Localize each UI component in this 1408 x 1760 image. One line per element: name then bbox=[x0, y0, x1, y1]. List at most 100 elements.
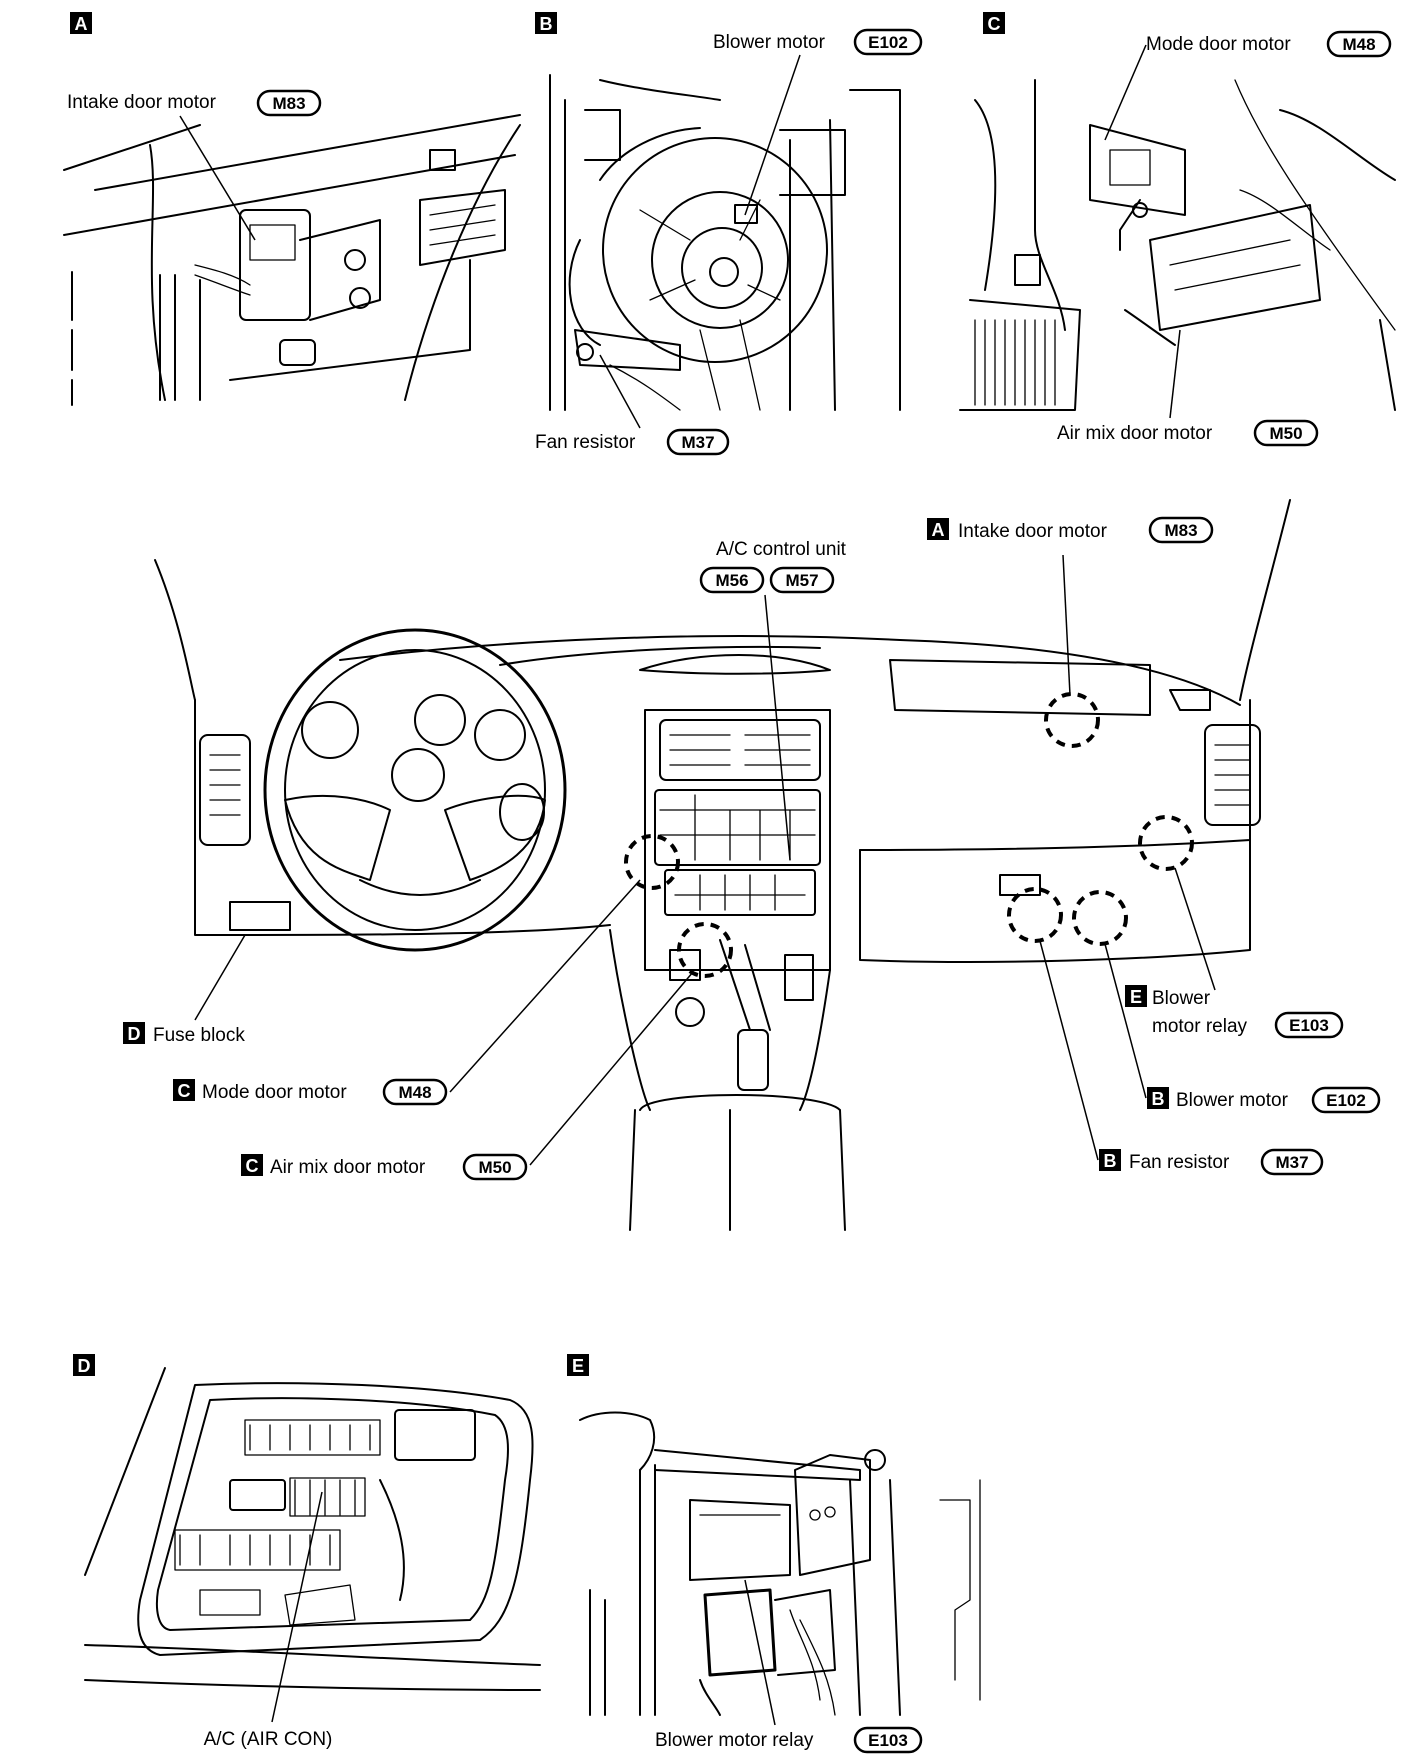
panel-a-connector-m83: M83 bbox=[272, 94, 305, 113]
dash-marker-a-letter: A bbox=[932, 520, 945, 540]
panel-d: D A/C (AIR CON) bbox=[73, 1354, 541, 1750]
panel-a-illustration bbox=[63, 114, 521, 406]
location-intake-door-motor bbox=[1044, 692, 1100, 748]
panel-b-connector-e102-pill bbox=[853, 28, 923, 56]
panel-a-marker bbox=[70, 12, 92, 34]
panel-b-blower-motor-label: Blower motor bbox=[713, 32, 826, 53]
panel-e-blower-motor-relay-label: Blower motor relay bbox=[655, 1730, 814, 1751]
panel-d-letter: D bbox=[78, 1356, 91, 1376]
dash-fan-resistor-leader bbox=[1039, 940, 1099, 1161]
dash-fuse-block-label: Fuse block bbox=[153, 1025, 245, 1046]
panel-a-leader-line bbox=[179, 115, 256, 241]
ac-control-unit-connector-m57-pill bbox=[769, 566, 835, 594]
dashboard-overview: A/C control unit M56 M57 A Intake door m… bbox=[123, 499, 1381, 1231]
dash-blower-motor-relay-label-line2: motor relay bbox=[1152, 1016, 1248, 1037]
panel-b-connector-e102: E102 bbox=[868, 33, 908, 52]
dash-marker-c-airmix bbox=[241, 1154, 263, 1176]
dash-marker-c-airmix-letter: C bbox=[246, 1156, 259, 1176]
dash-connector-m37: M37 bbox=[1275, 1153, 1308, 1172]
panel-c-connector-m50-pill bbox=[1253, 419, 1319, 447]
panel-a: A Intake door motor M83 bbox=[63, 12, 521, 406]
panel-b-marker bbox=[535, 12, 557, 34]
dash-connector-e102-pill bbox=[1311, 1086, 1381, 1114]
dash-marker-b-fan-letter: B bbox=[1104, 1151, 1117, 1171]
panel-a-connector-m83-pill bbox=[256, 89, 322, 117]
ac-control-unit-leader bbox=[764, 594, 791, 861]
panel-a-letter: A bbox=[75, 14, 88, 34]
panel-c-illustration bbox=[959, 79, 1396, 411]
panel-e-illustration bbox=[579, 1411, 981, 1716]
panel-c-air-mix-leader bbox=[1169, 329, 1181, 419]
panel-d-illustration bbox=[84, 1367, 541, 1691]
dash-connector-m48: M48 bbox=[398, 1083, 431, 1102]
dash-marker-d-letter: D bbox=[128, 1024, 141, 1044]
panel-e-marker bbox=[567, 1354, 589, 1376]
panel-e-connector-e103-pill bbox=[853, 1726, 923, 1754]
panel-b-fan-resistor-label: Fan resistor bbox=[535, 432, 636, 453]
dash-connector-e103: E103 bbox=[1289, 1016, 1329, 1035]
dash-fan-resistor-label: Fan resistor bbox=[1129, 1152, 1230, 1173]
dash-marker-b-blower bbox=[1147, 1087, 1169, 1109]
dash-connector-e102: E102 bbox=[1326, 1091, 1366, 1110]
location-blower-motor-relay bbox=[1138, 815, 1194, 871]
ac-control-unit-connector-m57: M57 bbox=[785, 571, 818, 590]
dash-blower-motor-leader bbox=[1104, 943, 1147, 1099]
dash-connector-m37-pill bbox=[1260, 1148, 1324, 1176]
panel-c-mode-door-motor-label: Mode door motor bbox=[1146, 34, 1291, 55]
dashboard-illustration bbox=[154, 499, 1291, 1231]
panel-b-illustration bbox=[549, 74, 901, 411]
panel-e-leader bbox=[744, 1579, 776, 1726]
dash-marker-c-mode bbox=[173, 1079, 195, 1101]
panel-b-blower-leader bbox=[744, 54, 801, 216]
ac-control-unit-label: A/C control unit bbox=[716, 539, 847, 560]
panel-c-mode-door-leader bbox=[1104, 44, 1147, 141]
dash-connector-m48-pill bbox=[382, 1078, 448, 1106]
dash-blower-motor-label: Blower motor bbox=[1176, 1090, 1289, 1111]
dash-connector-m83-pill bbox=[1148, 516, 1214, 544]
location-mode-door-motor bbox=[624, 834, 680, 890]
dash-marker-e bbox=[1125, 985, 1147, 1007]
panel-c-connector-m48-pill bbox=[1326, 30, 1392, 58]
dash-marker-b-blower-letter: B bbox=[1152, 1089, 1165, 1109]
panel-a-intake-door-motor-label: Intake door motor bbox=[67, 92, 217, 113]
panel-c-connector-m50: M50 bbox=[1269, 424, 1302, 443]
panel-b: B Blower motor E102 Fan resistor M37 bbox=[535, 12, 923, 456]
panel-b-connector-m37-pill bbox=[666, 428, 730, 456]
panel-c-air-mix-door-motor-label: Air mix door motor bbox=[1057, 423, 1213, 444]
dash-connector-m50-pill bbox=[462, 1153, 528, 1181]
dash-marker-c-mode-letter: C bbox=[178, 1081, 191, 1101]
dash-marker-a bbox=[927, 518, 949, 540]
dash-marker-d bbox=[123, 1022, 145, 1044]
ac-control-unit-connector-m56-pill bbox=[699, 566, 765, 594]
panel-c: C Mode door motor M48 Air mix door motor… bbox=[959, 12, 1396, 447]
dash-mode-door-motor-label: Mode door motor bbox=[202, 1082, 347, 1103]
location-blower-motor bbox=[1072, 890, 1128, 946]
dash-air-mix-leader bbox=[529, 971, 694, 1166]
panel-c-letter: C bbox=[988, 14, 1001, 34]
panel-e-connector-e103: E103 bbox=[868, 1731, 908, 1750]
dash-intake-door-motor-label: Intake door motor bbox=[958, 521, 1108, 542]
ac-control-unit-connector-m56: M56 bbox=[715, 571, 748, 590]
panel-c-connector-m48: M48 bbox=[1342, 35, 1375, 54]
panel-d-ac-air-con-label: A/C (AIR CON) bbox=[204, 1729, 333, 1750]
panel-b-connector-m37: M37 bbox=[681, 433, 714, 452]
panel-e: E Blower motor relay E103 bbox=[567, 1354, 981, 1754]
dash-blower-relay-leader bbox=[1174, 867, 1216, 991]
location-air-mix-door-motor bbox=[677, 922, 733, 978]
dash-blower-motor-relay-label-line1: Blower bbox=[1152, 988, 1211, 1009]
panel-b-letter: B bbox=[540, 14, 553, 34]
dash-connector-m83: M83 bbox=[1164, 521, 1197, 540]
dash-intake-leader bbox=[1062, 554, 1071, 696]
dash-marker-e-letter: E bbox=[1130, 987, 1142, 1007]
dash-connector-m50: M50 bbox=[478, 1158, 511, 1177]
dash-fuse-block-leader bbox=[194, 934, 246, 1021]
dash-mode-door-leader bbox=[449, 879, 641, 1093]
dash-marker-b-fan bbox=[1099, 1149, 1121, 1171]
dash-connector-e103-pill bbox=[1274, 1011, 1344, 1039]
panel-d-marker bbox=[73, 1354, 95, 1376]
location-fan-resistor bbox=[1007, 887, 1063, 943]
panel-e-letter: E bbox=[572, 1356, 584, 1376]
dash-air-mix-door-motor-label: Air mix door motor bbox=[270, 1157, 426, 1178]
panel-c-marker bbox=[983, 12, 1005, 34]
